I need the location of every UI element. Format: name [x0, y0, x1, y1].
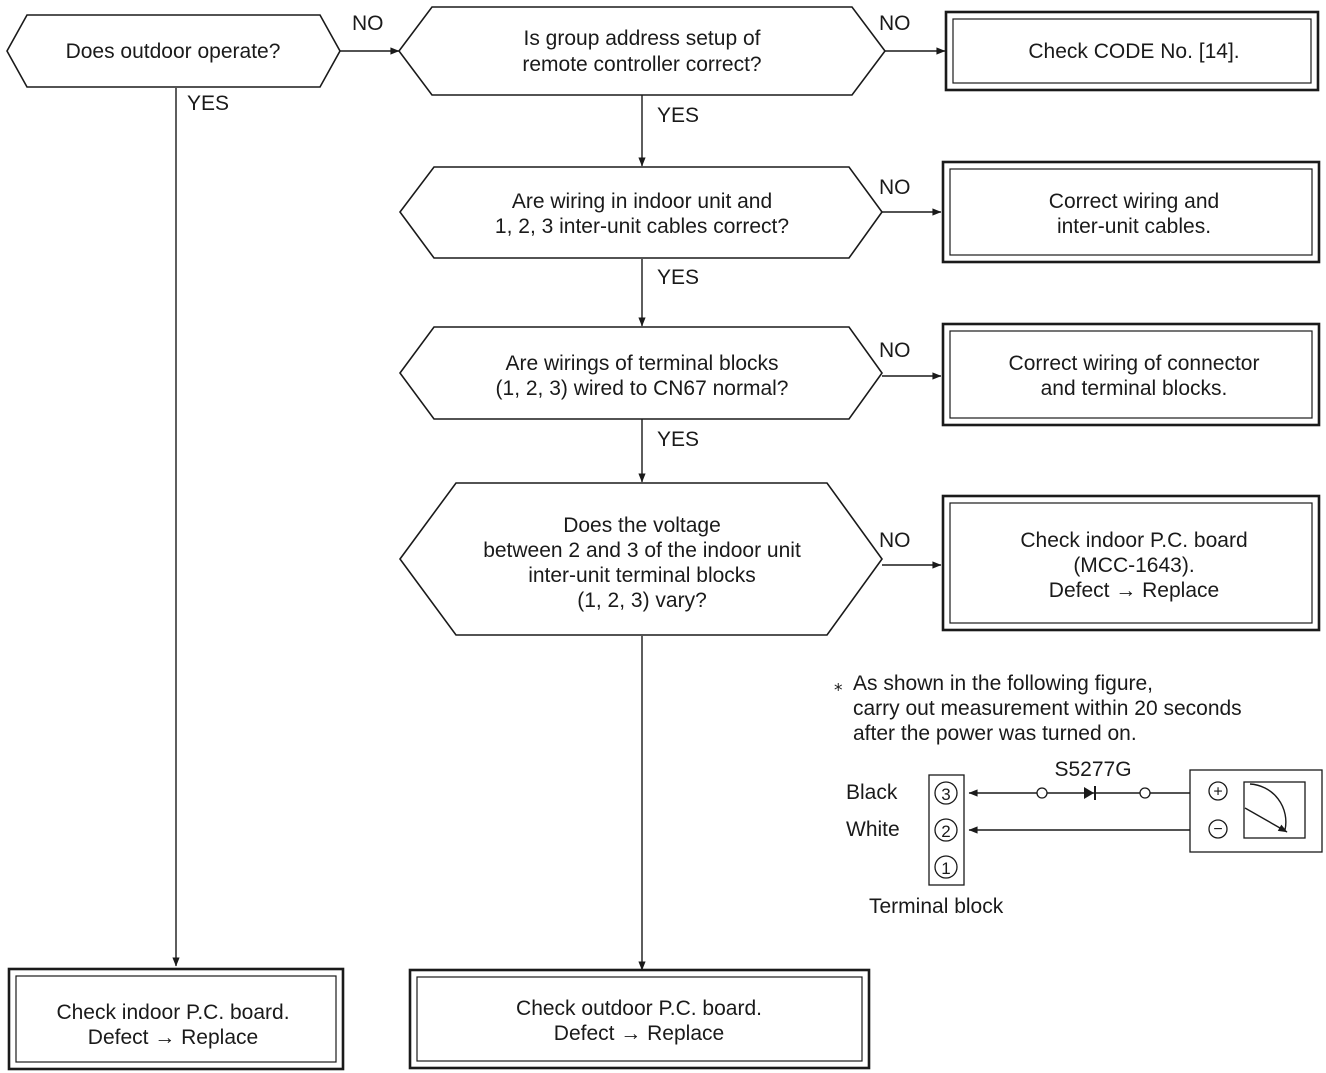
connectors	[172, 47, 946, 971]
decision-voltage-line-4: (1, 2, 3) vary?	[577, 589, 707, 612]
terminal-3-circle	[934, 781, 958, 805]
action-correct-connector-line-2: and terminal blocks.	[1041, 377, 1228, 400]
meter-plus-terminal	[1208, 781, 1228, 801]
yes-label-group: YES	[657, 104, 699, 127]
yes-label-terminal: YES	[657, 428, 699, 451]
measurement-note: ⁎ As shown in the following figure, carr…	[834, 672, 1242, 745]
decision-outdoor-operate: Does outdoor operate?	[6, 14, 341, 88]
no-label-voltage: NO	[879, 529, 911, 552]
meter-scale-arc	[1249, 783, 1287, 831]
decision-outdoor-operate-line-1: Does outdoor operate?	[66, 40, 281, 63]
action-check-code-line-1: Check CODE No. [14].	[1028, 40, 1239, 63]
action-correct-wiring-line-2: inter-unit cables.	[1057, 215, 1211, 238]
terminal-3-label: 3	[941, 785, 950, 804]
decision-group-address-line-1: Is group address setup of	[524, 27, 761, 50]
action-correct-connector: Correct wiring of connector and terminal…	[941, 322, 1321, 427]
decision-voltage-line-2: between 2 and 3 of the indoor unit	[483, 539, 801, 562]
terminal-2-circle	[934, 818, 958, 842]
action-check-indoor-mcc: Check indoor P.C. board (MCC-1643). Defe…	[941, 494, 1321, 632]
meter-needle	[1244, 807, 1288, 833]
action-check-outdoor-line-2: Defect → Replace	[554, 1022, 724, 1045]
decision-terminal-blocks-line-1: Are wirings of terminal blocks	[505, 352, 778, 375]
action-check-indoor: Check indoor P.C. board. Defect → Replac…	[7, 967, 345, 1071]
branch-labels: NO NO NO NO NO YES YES YES YES	[187, 12, 911, 552]
note-line-1: As shown in the following figure,	[853, 672, 1153, 695]
diode-icon	[1084, 787, 1094, 799]
meter-minus-terminal	[1208, 819, 1228, 839]
wire-white-label: White	[846, 818, 900, 841]
meter-dial	[1243, 781, 1306, 839]
decision-voltage-line-1: Does the voltage	[563, 514, 721, 537]
no-label-wiring: NO	[879, 176, 911, 199]
action-correct-connector-line-1: Correct wiring of connector	[1009, 352, 1260, 375]
probe-node-left	[1036, 787, 1048, 799]
decision-voltage-line-3: inter-unit terminal blocks	[528, 564, 756, 587]
yes-label-wiring: YES	[657, 266, 699, 289]
terminal-2-label: 2	[941, 822, 950, 841]
action-correct-wiring-line-1: Correct wiring and	[1049, 190, 1219, 213]
action-check-outdoor: Check outdoor P.C. board. Defect → Repla…	[408, 968, 871, 1070]
action-check-code: Check CODE No. [14].	[944, 10, 1320, 92]
decision-group-address: Is group address setup of remote control…	[398, 6, 886, 96]
note-line-2: carry out measurement within 20 seconds	[853, 697, 1242, 720]
meter-minus-label: −	[1213, 821, 1222, 838]
decision-wiring-indoor: Are wiring in indoor unit and 1, 2, 3 in…	[399, 166, 883, 259]
decision-terminal-blocks: Are wirings of terminal blocks (1, 2, 3)…	[399, 326, 883, 420]
decision-group-address-line-2: remote controller correct?	[522, 53, 761, 76]
note-line-3: after the power was turned on.	[853, 722, 1137, 745]
terminal-1-label: 1	[941, 859, 950, 878]
decision-voltage: Does the voltage between 2 and 3 of the …	[399, 482, 883, 636]
decision-wiring-indoor-line-2: 1, 2, 3 inter-unit cables correct?	[495, 215, 789, 238]
no-label-group: NO	[879, 12, 911, 35]
yes-label-outdoor: YES	[187, 92, 229, 115]
decision-wiring-indoor-line-1: Are wiring in indoor unit and	[512, 190, 772, 213]
terminal-block-label: Terminal block	[869, 895, 1004, 918]
terminal-1-circle	[934, 855, 958, 879]
no-label-outdoor: NO	[352, 12, 384, 35]
action-check-outdoor-line-1: Check outdoor P.C. board.	[516, 997, 762, 1020]
decision-terminal-blocks-line-2: (1, 2, 3) wired to CN67 normal?	[496, 377, 789, 400]
action-check-indoor-mcc-line-3: Defect → Replace	[1049, 579, 1219, 602]
action-check-indoor-mcc-line-2: (MCC-1643).	[1073, 554, 1194, 577]
probe-node-right	[1139, 787, 1151, 799]
action-check-indoor-mcc-line-1: Check indoor P.C. board	[1020, 529, 1247, 552]
meter-plus-label: +	[1213, 784, 1222, 801]
wire-black-label: Black	[846, 781, 898, 804]
action-correct-wiring: Correct wiring and inter-unit cables.	[941, 160, 1321, 264]
action-check-indoor-line-2: Defect → Replace	[88, 1026, 258, 1049]
measurement-figure: Black White 3 2 1 Terminal block S5277G …	[846, 758, 1323, 918]
diode-label: S5277G	[1054, 758, 1131, 781]
action-check-indoor-line-1: Check indoor P.C. board.	[56, 1001, 289, 1024]
note-asterisk: ⁎	[834, 675, 843, 694]
no-label-terminal: NO	[879, 339, 911, 362]
